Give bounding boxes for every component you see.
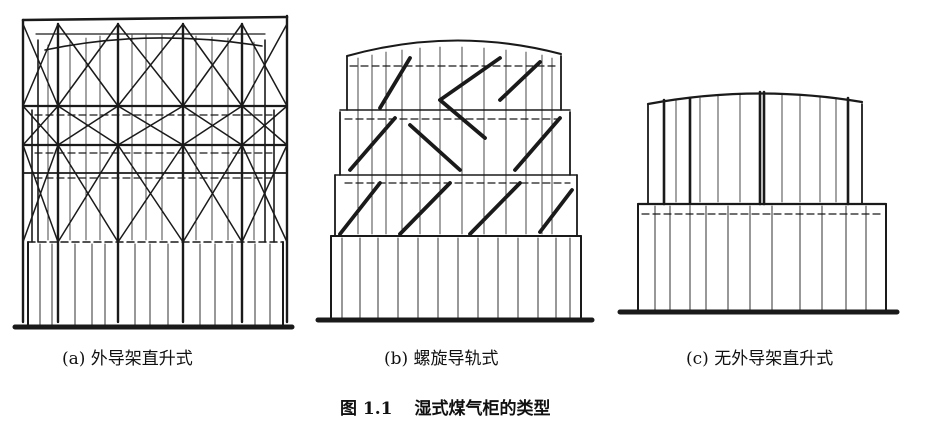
external-guide-frame-holder-drawing (12, 14, 295, 330)
caption-external-guide-frame: (a) 外导架直升式 (62, 349, 193, 369)
caption-spiral-guide-rail: (b) 螺旋导轨式 (384, 349, 499, 369)
no-external-frame-holder-drawing (617, 90, 900, 315)
figure-title-text: 湿式煤气柜的类型 (414, 399, 551, 419)
figure-number: 图 1.1 (340, 399, 393, 419)
caption-no-external-frame: (c) 无外导架直升式 (686, 349, 834, 369)
spiral-guide-rail-holder-drawing (315, 39, 595, 323)
figure-title: 图 1.1 湿式煤气柜的类型 (340, 394, 551, 419)
